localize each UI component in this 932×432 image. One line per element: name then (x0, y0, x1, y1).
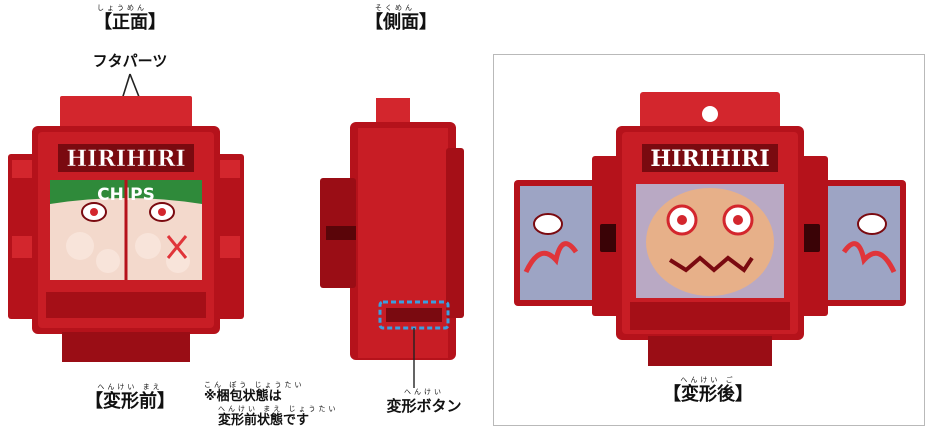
front-ruby: しょうめん (97, 4, 147, 12)
front-title: 【正面】 (94, 12, 166, 33)
note-ruby-1: こん ぽう じょうたい (204, 381, 305, 389)
before-label: へんけい まえ 【変形前】 (76, 383, 184, 413)
side-title: 【側面】 (365, 12, 437, 33)
brand-logo: HIRIHIRI (66, 146, 185, 172)
before-title: 【変形前】 (85, 391, 175, 412)
transform-button (386, 308, 442, 322)
transform-button-label: へんけい 変形ボタン (378, 388, 470, 415)
lid-parts-label: フタパーツ (92, 52, 168, 70)
before-ruby: へんけい まえ (97, 383, 163, 391)
after-title: 【変形後】 (663, 384, 753, 405)
after-ruby: へんけい ご (680, 376, 736, 384)
after-brand-logo: HIRIHIRI (650, 146, 769, 172)
button-ruby: へんけい (404, 388, 444, 396)
note-line-1: ※梱包状態は (204, 389, 282, 404)
packaging-note: こん ぽう じょうたい ※梱包状態は へんけい まえ じょうたい 変形前状態です (204, 381, 344, 429)
note-ruby-2: へんけい まえ じょうたい (218, 405, 339, 413)
button-title: 変形ボタン (386, 397, 462, 415)
front-view-label: しょうめん 【正面】 (94, 4, 166, 34)
after-view-figure: HIRIHIRI (514, 92, 906, 366)
after-label: へんけい ご 【変形後】 (648, 376, 768, 406)
note-line-2: 変形前状態です (218, 413, 310, 428)
front-view-figure: HIRIHIRI CHIPS (8, 96, 244, 362)
side-ruby: そくめん (375, 4, 415, 12)
side-view-label: そくめん 【側面】 (365, 4, 437, 34)
side-tab (376, 98, 410, 126)
side-view-figure (320, 98, 464, 388)
logo-bar (58, 144, 194, 172)
after-panel (493, 54, 925, 426)
chip-face (646, 188, 774, 296)
base (62, 332, 190, 362)
